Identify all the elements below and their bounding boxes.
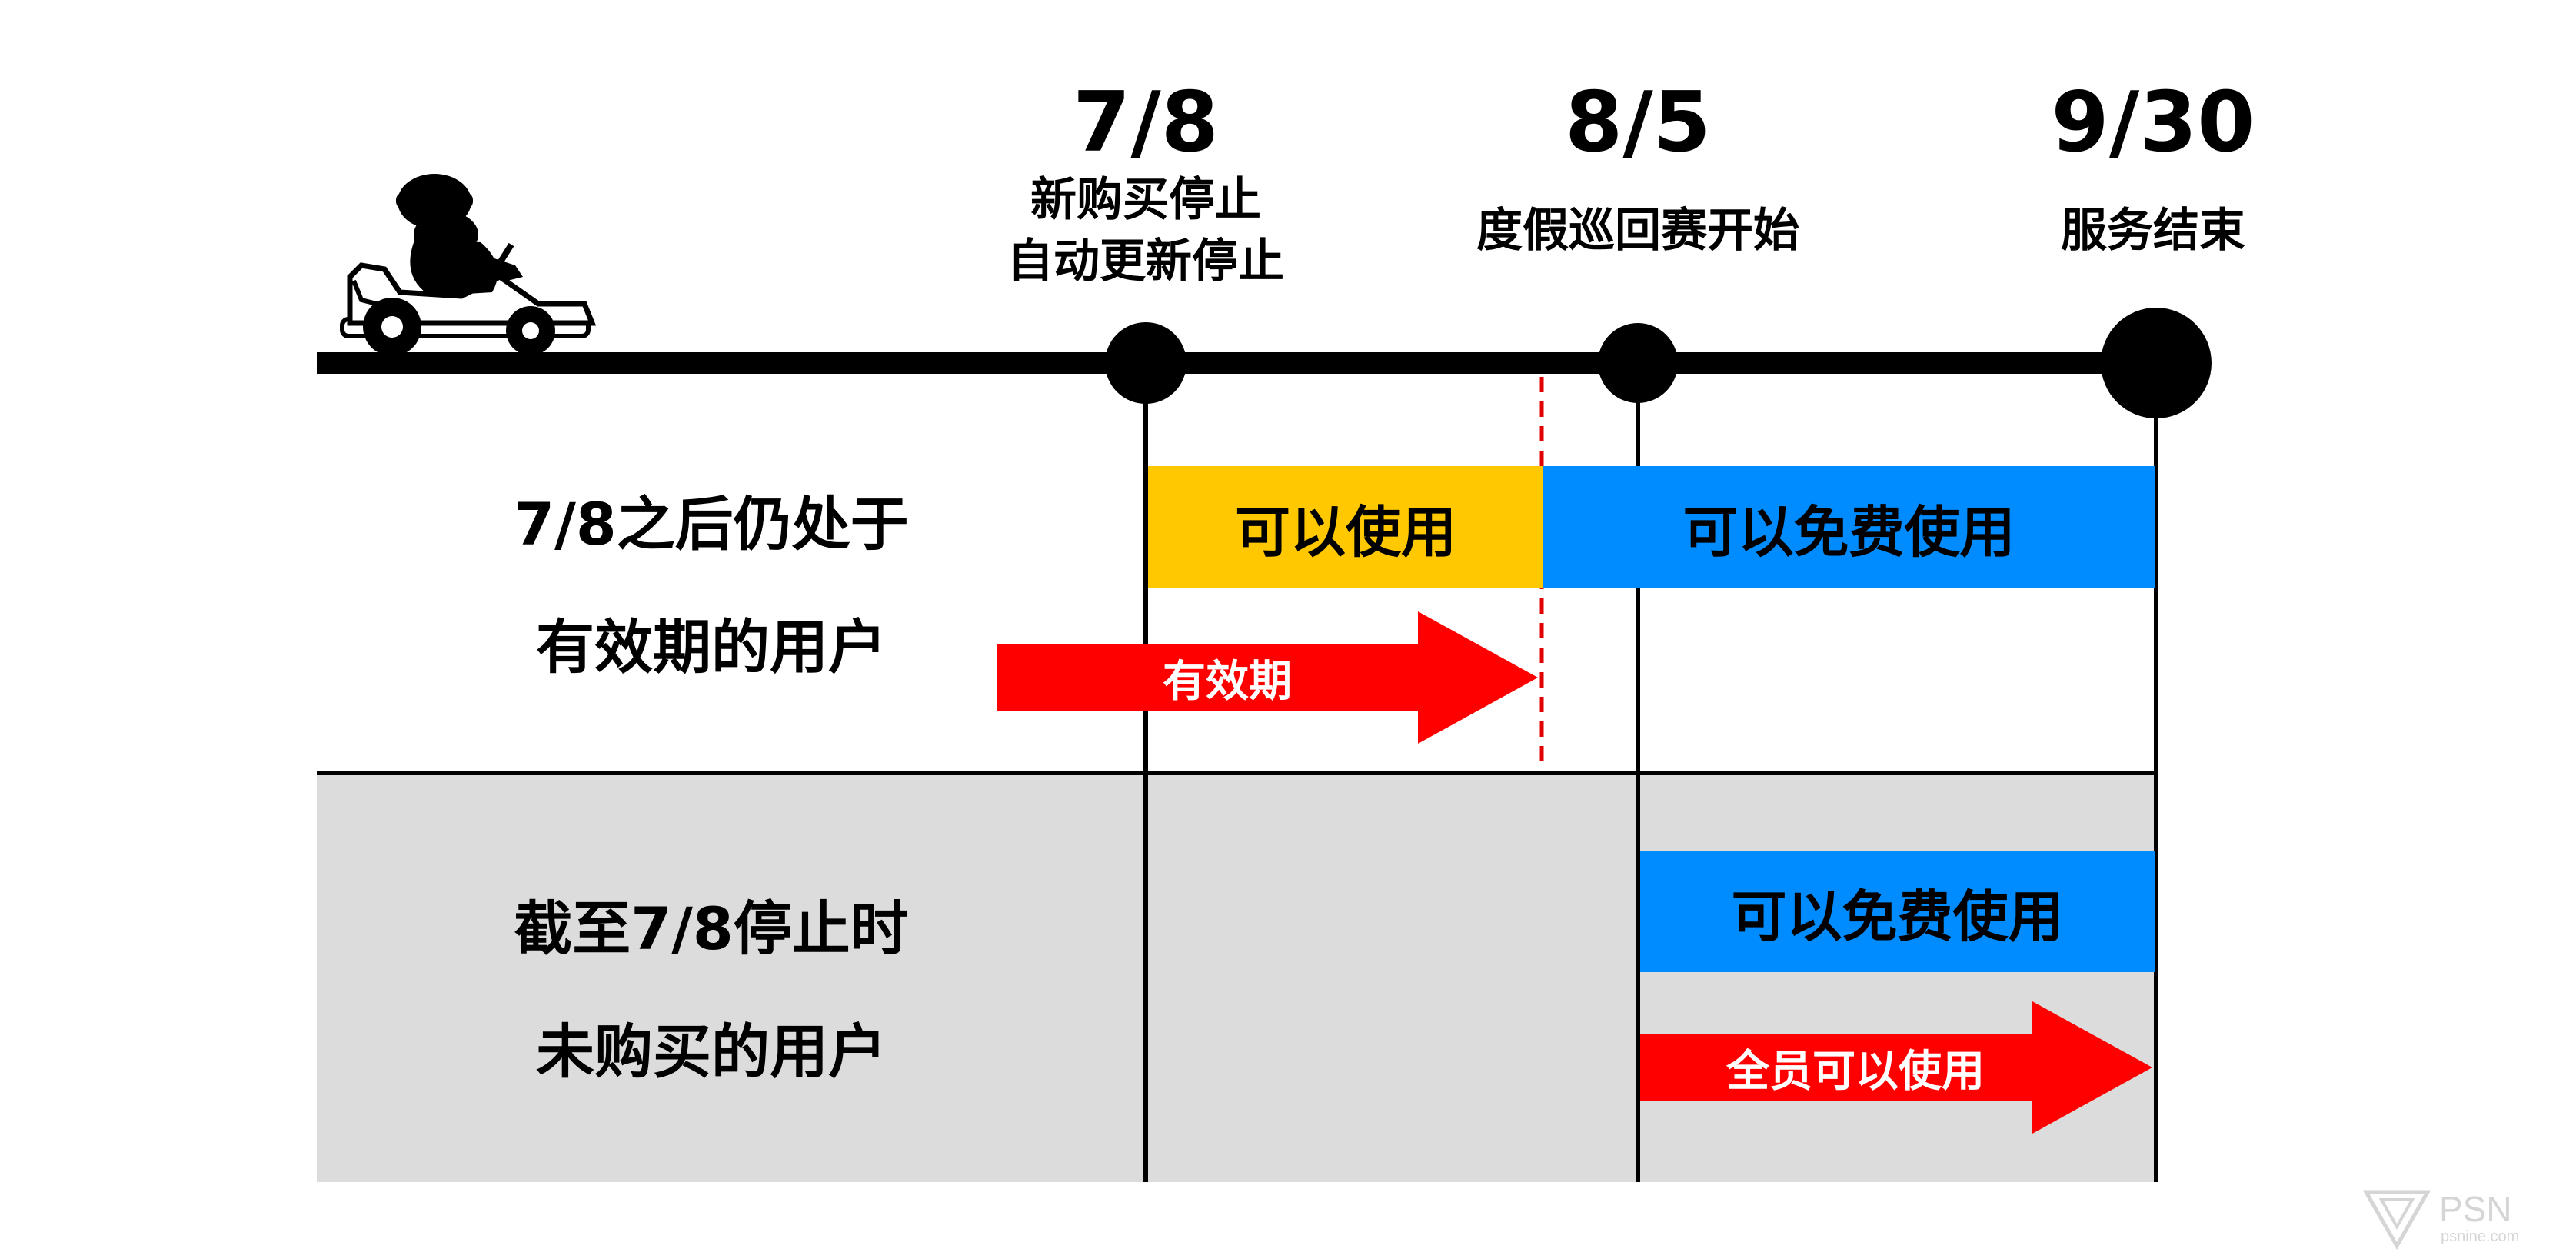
milestone-date: 9/30 [2051,75,2255,171]
gray-band-row2 [317,773,2156,1182]
milestone-8-5: 8/5 度假巡回赛开始 [1476,77,1799,261]
arrow-label: 有效期 [1163,656,1292,707]
arrow-validity-period: 有效期 [997,611,1538,744]
watermark-domain: psnine.com [2441,1228,2520,1245]
row-label-unpurchased-users: 截至7/8停止时 未购买的用户 [514,868,909,1114]
row-label-line: 有效期的用户 [536,613,887,681]
bar-usable-yellow: 可以使用 [1148,466,1543,588]
watermark-brand: PSN [2439,1189,2512,1229]
row-label-line: 截至7/8停止时 [514,894,909,963]
milestone-date: 7/8 [1073,75,1219,171]
milestone-event-line: 服务结束 [2060,204,2245,258]
milestone-event-line: 新购买停止 [1030,173,1261,227]
watermark-logo: PSN psnine.com [2362,1188,2562,1251]
milestone-date: 8/5 [1565,75,1711,171]
row-label-line: 7/8之后仍处于 [514,490,909,558]
milestone-9-30: 9/30 服务结束 [2052,77,2255,261]
arrow-shape [1640,1001,2152,1134]
arrow-all-members: 全员可以使用 [1640,1001,2152,1134]
arrow-label: 全员可以使用 [1726,1046,1985,1097]
milestone-7-8: 7/8 新购买停止 自动更新停止 [1007,77,1284,292]
milestone-dot-7-8 [1105,322,1186,404]
psn-logo-icon [2362,1190,2431,1251]
row-label-active-users: 7/8之后仍处于 有效期的用户 [514,463,909,709]
bar-free-use-blue: 可以免费使用 [1543,466,2155,588]
arrow-shape [997,611,1538,744]
kart-driver-icon [340,174,597,356]
milestone-event-line: 自动更新停止 [1007,235,1284,288]
row-label-line: 未购买的用户 [536,1018,887,1086]
bar-free-use-blue-row2: 可以免费使用 [1640,851,2155,972]
milestone-event-line: 度假巡回赛开始 [1476,204,1799,258]
milestone-dot-9-30 [2101,308,2212,418]
milestone-dot-8-5 [1598,323,1678,403]
